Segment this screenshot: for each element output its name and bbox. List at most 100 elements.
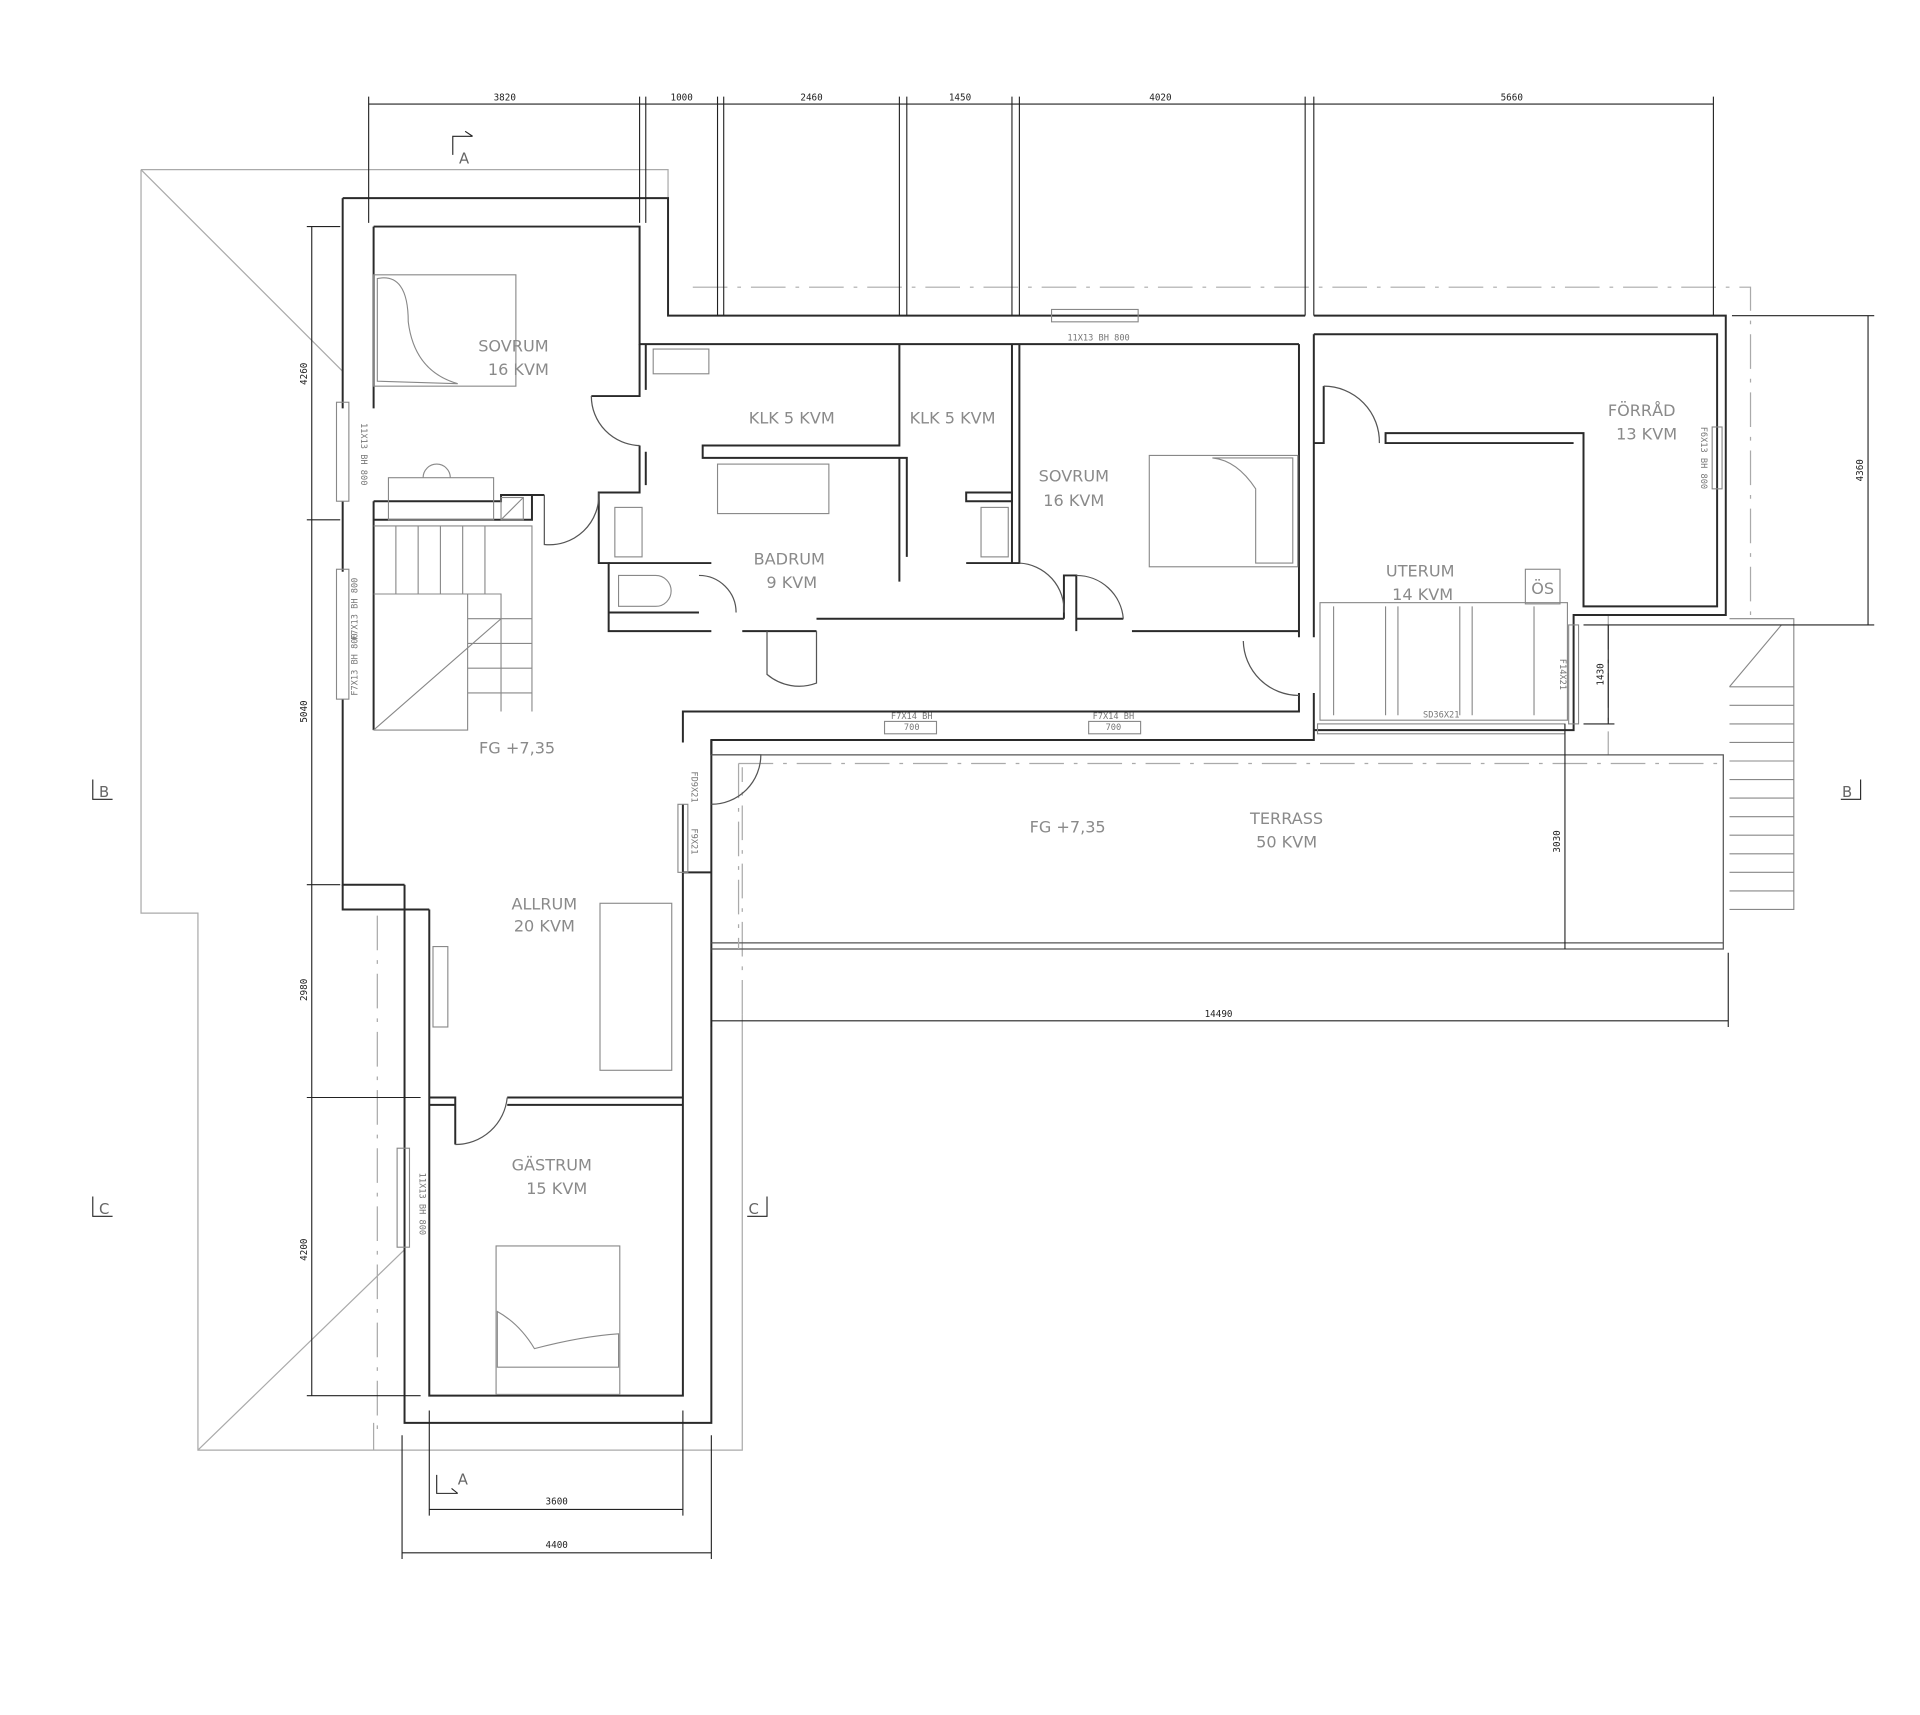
wall-shape [1062,574,1078,632]
roof-outline-shape [140,169,743,1451]
dimension-labels: 3820 1000 2460 1450 4020 5660 4260 5040 … [299,92,1866,1550]
room-allrum-name: ALLRUM [511,894,577,913]
dim-bottom-inner: 3600 [546,1497,568,1508]
label-terrace-fixed: F9X21 [689,828,699,854]
dim-top-6: 5660 [1501,92,1523,103]
section-c-left: C [99,1201,109,1218]
wall-shape [1313,333,1719,608]
wall-shape [608,562,712,614]
window-shape [1050,308,1139,323]
room-badrum-name: BADRUM [754,549,825,568]
walls [341,197,1727,1424]
bed [1148,454,1299,568]
tv [432,946,449,1028]
opening-labels: 11X13 BH 800 11X13 BH 800 F7X13 BH 800 F… [351,333,1709,1235]
roof-outline-shape [372,915,378,1451]
wall-shape [965,491,1013,503]
label-sovrum-window: 11X13 BH 800 [358,423,368,485]
doors[interactable] [455,385,1381,1146]
dimension-line-shape [401,1435,712,1559]
label-top-window: 11X13 BH 800 [1067,333,1129,343]
dim-top-4: 1450 [949,92,971,103]
window-shape [677,803,689,873]
door-shape[interactable] [1242,640,1299,697]
wall-shape [711,754,1724,950]
wall-shape [1297,334,1325,638]
door-shape[interactable] [543,492,600,546]
wall-shape [591,344,1299,633]
wall-shape [1313,314,1727,732]
door-shape[interactable] [1323,385,1381,444]
level-terrace: FG +7,35 [1030,818,1106,837]
dimension-line-shape [368,96,1714,316]
door-shape[interactable] [711,754,762,805]
desk [387,477,495,521]
section-b-left: B [99,784,109,801]
bed [495,1245,621,1395]
section-c-right: C [748,1201,758,1218]
furniture-shape [500,497,524,521]
furniture-shape [1333,606,1535,716]
room-sovrum-2-area: 16 KVM [1043,491,1104,510]
furniture-shape [500,496,524,521]
dim-top-5: 4020 [1149,92,1171,103]
bed [373,274,517,387]
section-markers: A A B B C C [92,130,1862,1494]
door-shape[interactable] [1019,562,1065,613]
room-terrass-name: TERRASS [1249,809,1323,828]
wall-shape [737,762,1726,950]
door-shape[interactable] [590,396,640,447]
dim-bottom-outer: 4400 [546,1540,568,1551]
room-uterum-name: UTERUM [1386,562,1455,581]
section-a-bottom: A [458,1472,469,1489]
room-forrad-area: 13 KVM [1616,424,1677,443]
section-marker-shape [92,1196,113,1217]
label-terrace-window-2b: 700 [1106,723,1122,733]
furniture-shape [496,1310,620,1368]
section-marker-shape [452,130,473,155]
os-box [1524,568,1561,605]
roof-outline [140,169,1752,1451]
door-shape[interactable] [698,574,737,613]
door-shape[interactable] [766,631,818,687]
dim-uterum-side: 1430 [1595,663,1606,685]
sink [980,506,1009,558]
wall-shape [429,1096,683,1145]
wall-shape [342,197,1306,317]
dimension-line-shape [428,1410,684,1516]
label-uterum-sliding: SD36X21 [1423,711,1459,721]
room-gastrum-area: 15 KVM [526,1179,587,1198]
wall-shape [373,225,1299,346]
dim-left-3: 2980 [299,979,310,1001]
window-shape [335,568,350,700]
toilet [618,574,672,607]
roof-outline-shape [140,169,405,1451]
window-shape [335,401,350,502]
door-shape[interactable] [455,1097,508,1146]
label-terrace-window-1b: 700 [904,723,920,733]
level-stair-landing: FG +7,35 [479,739,555,758]
window-shape [1088,720,1142,735]
sink [652,348,710,375]
room-labels: SOVRUM 16 KVM KLK 5 KVM KLK 5 KVM BADRUM… [478,337,1677,1198]
furniture-shape [1212,457,1294,564]
furniture [373,274,1795,1395]
section-b-right: B [1842,784,1852,801]
dim-terrace-depth: 3030 [1552,830,1563,852]
furniture-shape [422,463,451,478]
dim-top-3: 2460 [800,92,822,103]
dimension-lines [306,96,1875,1559]
label-forrad-window: F6X13 BH 800 [1698,427,1708,489]
label-terrace-window-2a: F7X14 BH [1093,712,1135,722]
furniture-shape [373,525,533,731]
window-shape [1316,723,1566,735]
room-sovrum-1-name: SOVRUM [478,337,548,356]
section-marker-shape [747,1196,768,1217]
sofa [599,902,673,1071]
room-klk-2: KLK 5 KVM [910,408,996,427]
furniture-shape [376,277,458,385]
wall-shape [966,344,1021,565]
door-shape[interactable] [1076,574,1124,619]
label-terrace-window-1a: F7X14 BH [891,712,933,722]
